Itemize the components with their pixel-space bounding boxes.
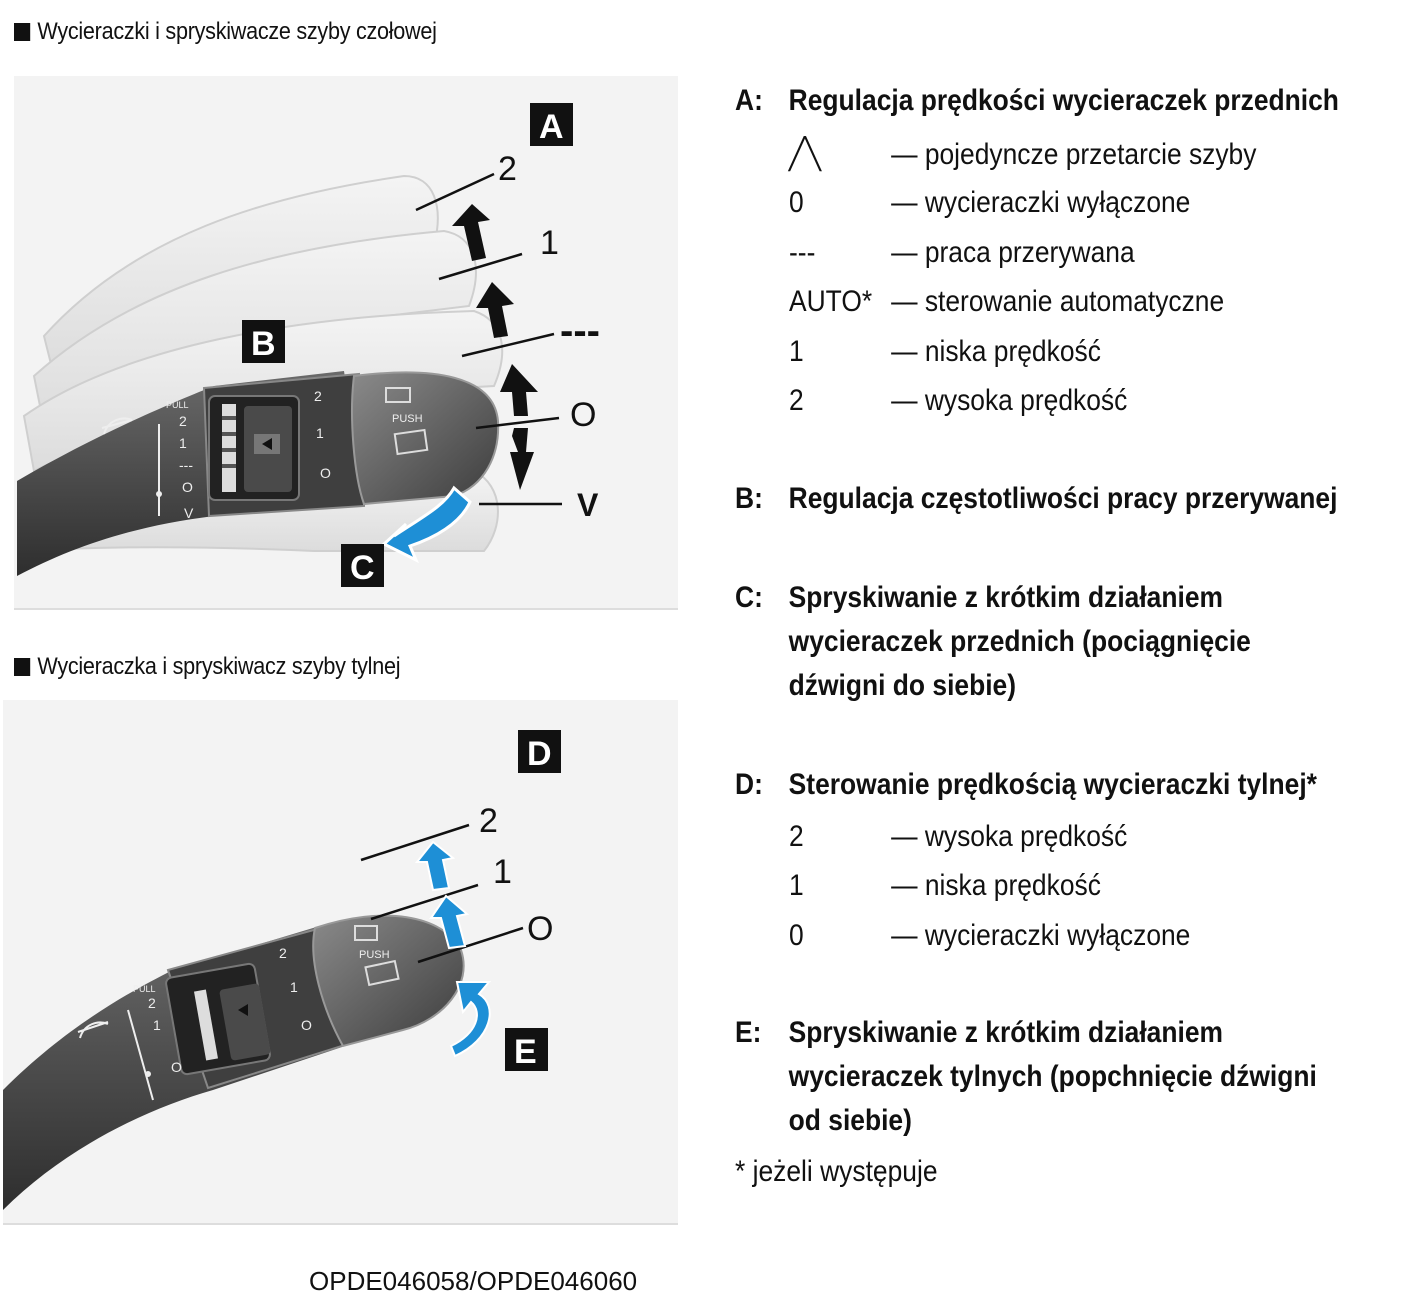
- label-e: E: [514, 1033, 537, 1071]
- legend-c-line-2: wycieraczek przednich (pociągnięcie: [788, 625, 1251, 658]
- single-wipe-icon: ╱╲: [789, 138, 821, 171]
- svg-text:1: 1: [316, 425, 324, 441]
- stalk-mark-0: O: [182, 479, 193, 495]
- label-a: A: [539, 108, 564, 146]
- svg-text:O: O: [301, 1017, 312, 1033]
- legend-e-line-1: Spryskiwanie z krótkim działaniem: [788, 1016, 1223, 1049]
- rear-wiper-icon: [77, 1021, 109, 1039]
- legend-a-title: Regulacja prędkości wycieraczek przednic…: [788, 84, 1339, 117]
- legend-b-title: Regulacja częstotliwości pracy przerywan…: [788, 482, 1338, 515]
- stalk-mark-v: V: [184, 505, 194, 521]
- figure-caption: OPDE046058/OPDE046060: [309, 1266, 638, 1296]
- push-label: PUSH: [392, 413, 423, 425]
- legend-a-heading: A: Regulacja prędkości wycieraczek przed…: [735, 84, 1339, 118]
- legend-c-line-1: Spryskiwanie z krótkim działaniem: [788, 581, 1223, 614]
- stalk-mark-2: 2: [179, 413, 187, 429]
- front-wiper-figure: PUSH PULL 2 1 --- O V 2 1 O: [14, 76, 678, 610]
- rear-wiper-figure: PUSH PULL 2 1 O 2 1 O 2 1 O D E: [3, 700, 678, 1230]
- label-c: C: [350, 549, 375, 587]
- legend-a-key: A:: [735, 84, 763, 117]
- rear-stalk-mark-2: 2: [148, 995, 156, 1011]
- label-d: D: [527, 735, 552, 773]
- pull-label: PULL: [166, 400, 189, 410]
- stalk-mark-int: ---: [179, 457, 193, 473]
- legend-d-heading: D: Sterowanie prędkością wycieraczki tyl…: [735, 768, 1317, 802]
- front-pos-v: V: [577, 487, 599, 523]
- legend-a-row-low: 1— niska prędkość: [789, 335, 1101, 368]
- bullet-square-icon: [14, 23, 31, 41]
- legend-d-row-high: 2— wysoka prędkość: [789, 820, 1128, 853]
- svg-text:2: 2: [279, 945, 287, 961]
- legend-a-row-auto: AUTO*— sterowanie automatyczne: [789, 285, 1225, 318]
- legend-c-line-3: dźwigni do siebie): [788, 669, 1017, 702]
- legend-e-line-3: od siebie): [788, 1104, 912, 1137]
- rear-section-title: Wycieraczka i spryskiwacz szyby tylnej: [37, 653, 401, 680]
- pull-label: PULL: [133, 984, 156, 994]
- footnote: * jeżeli występuje: [735, 1155, 938, 1188]
- pull-arrow-icon: [381, 485, 472, 564]
- front-section-heading: Wycieraczki i spryskiwacze szyby czołowe…: [14, 18, 437, 46]
- push-label: PUSH: [359, 949, 390, 961]
- rear-pos-0: O: [527, 910, 553, 948]
- rear-stalk-mark-0: O: [171, 1059, 182, 1075]
- wiper-icon: [101, 417, 133, 435]
- legend-b-heading: B: Regulacja częstotliwości pracy przery…: [735, 482, 1337, 516]
- legend-a-row-off: 0— wycieraczki wyłączone: [789, 186, 1191, 219]
- stalk-mark-1: 1: [179, 435, 187, 451]
- rear-pos-1: 1: [493, 853, 512, 891]
- rear-stalk-mark-1: 1: [153, 1017, 161, 1033]
- front-pos-2: 2: [498, 150, 517, 188]
- front-pos-int: ---: [560, 309, 600, 353]
- legend-d-row-low: 1— niska prędkość: [789, 869, 1101, 902]
- legend-c-key: C:: [735, 581, 763, 614]
- rear-pos-2: 2: [479, 802, 498, 840]
- legend-e-line-2: wycieraczek tylnych (popchnięcie dźwigni: [788, 1060, 1317, 1093]
- legend-d-row-off: 0— wycieraczki wyłączone: [789, 919, 1191, 952]
- legend-c-heading: C: Spryskiwanie z krótkim działaniem: [735, 581, 1223, 615]
- front-pos-1: 1: [540, 224, 559, 262]
- svg-text:1: 1: [290, 979, 298, 995]
- legend-e-key: E:: [735, 1016, 762, 1049]
- legend-a-row-single: ╱╲— pojedyncze przetarcie szyby: [789, 138, 1257, 171]
- legend-e-heading: E: Spryskiwanie z krótkim działaniem: [735, 1016, 1223, 1050]
- svg-text:2: 2: [314, 388, 322, 404]
- rear-blue-arrows: [414, 840, 492, 1058]
- rear-section-heading: Wycieraczka i spryskiwacz szyby tylnej: [14, 653, 400, 681]
- position-arrows: [452, 204, 538, 490]
- svg-text:O: O: [320, 465, 331, 481]
- legend-a-row-int: ---— praca przerywana: [789, 236, 1135, 269]
- legend-d-title: Sterowanie prędkością wycieraczki tylnej…: [788, 768, 1317, 801]
- legend-a-row-high: 2— wysoka prędkość: [789, 384, 1128, 417]
- label-b: B: [251, 325, 276, 363]
- front-pos-0: O: [570, 396, 596, 434]
- legend-d-key: D:: [735, 768, 763, 801]
- bullet-square-icon: [14, 658, 31, 676]
- front-section-title: Wycieraczki i spryskiwacze szyby czołowe…: [37, 18, 437, 45]
- legend-b-key: B:: [735, 482, 763, 515]
